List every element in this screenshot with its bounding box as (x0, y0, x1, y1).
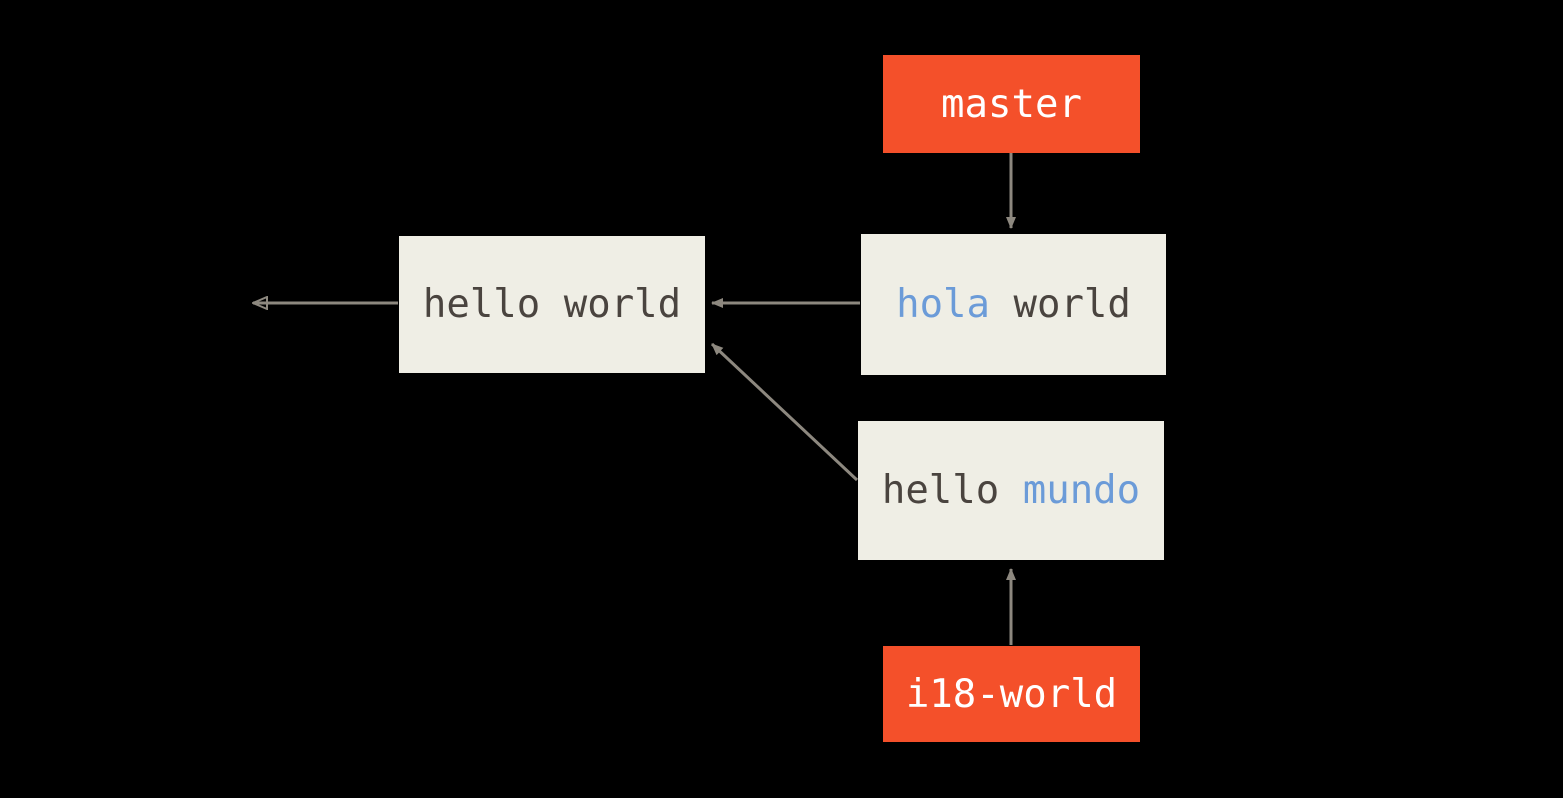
commit-node-hola-world[interactable]: hola world (861, 234, 1166, 375)
commit-node-hello-mundo[interactable]: hello mundo (858, 421, 1164, 560)
commit-text-hello-mundo-same: hello (881, 468, 1023, 513)
branch-label-master-text: master (941, 81, 1082, 127)
commit-text-hello-world: hello world (422, 282, 682, 327)
commit-text-hola-world-same: world (990, 282, 1131, 327)
commit-text-hello-mundo-changed: mundo (1022, 468, 1141, 513)
branch-label-i18-world-text: i18-world (905, 671, 1118, 717)
branch-label-master[interactable]: master (883, 55, 1140, 153)
branch-label-i18-world[interactable]: i18-world (883, 646, 1140, 742)
commit-text-hola-world-changed: hola (896, 282, 991, 327)
edge-hello-mundo-to-hello-world (710, 342, 859, 482)
commit-node-hello-world[interactable]: hello world (399, 236, 705, 373)
